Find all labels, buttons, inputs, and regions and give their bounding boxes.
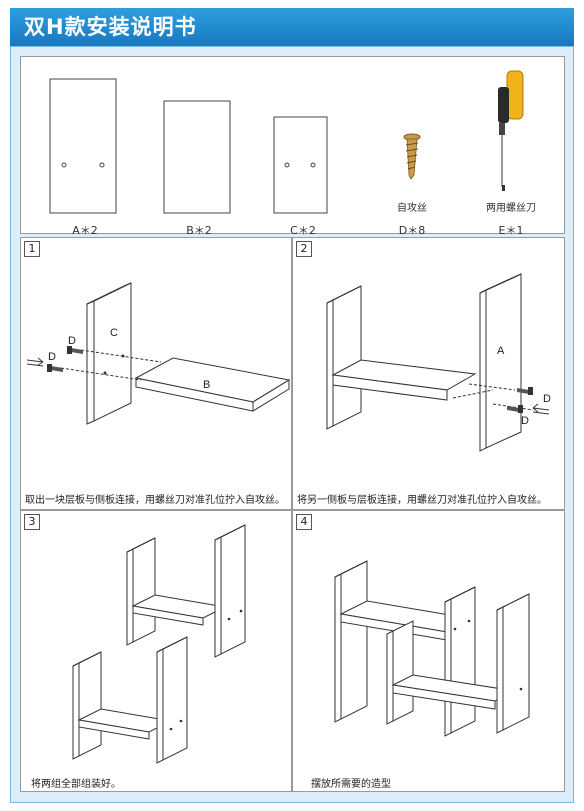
- step-caption: 摆放所需要的造型: [311, 779, 391, 790]
- step-caption: 将另一侧板与层板连接，用螺丝刀对准孔位拧入自攻丝。: [297, 495, 547, 506]
- screw-icon: [403, 133, 421, 180]
- part-label-a: A＊2: [72, 224, 98, 237]
- tag-d: D: [48, 351, 56, 363]
- screw-icon: [47, 364, 63, 372]
- step-2-drawing: A D D: [326, 273, 551, 452]
- step-caption: 将两组全部组装好。: [31, 779, 121, 790]
- parts-drawing: [49, 70, 524, 214]
- step-number: 3: [24, 514, 40, 530]
- part-label-c: C＊2: [290, 224, 316, 237]
- tag-d: D: [68, 335, 76, 347]
- step-1-panel: 1 C B D D 取出一块层板与侧板连接，用螺丝刀对准孔位拧入自攻丝。: [20, 237, 292, 510]
- screw-icon: [517, 387, 533, 395]
- part-name-d: 自攻丝: [397, 203, 427, 214]
- page-title: 双H款安装说明书: [10, 8, 574, 46]
- step-1-drawing: C B D D: [26, 282, 291, 425]
- step-3-panel: 3 将两组全部组装好。: [20, 510, 292, 792]
- panel-c: [273, 116, 328, 214]
- step-number: 2: [296, 241, 312, 257]
- screwdriver-icon: [498, 70, 524, 191]
- tag-a: A: [497, 345, 505, 357]
- step-number: 4: [296, 514, 312, 530]
- tag-c: C: [110, 327, 118, 339]
- part-label-e: E＊1: [498, 224, 524, 237]
- tag-d: D: [543, 393, 551, 405]
- tag-b: B: [203, 379, 210, 391]
- step-number: 1: [24, 241, 40, 257]
- parts-panel: A＊2 B＊2 C＊2 自攻丝 D＊8 两用螺丝刀 E＊1: [20, 56, 565, 237]
- step-caption: 取出一块层板与侧板连接，用螺丝刀对准孔位拧入自攻丝。: [25, 495, 285, 506]
- part-label-b: B＊2: [186, 224, 212, 237]
- part-label-d: D＊8: [398, 224, 426, 237]
- part-name-e: 两用螺丝刀: [486, 203, 536, 214]
- step-2-panel: 2 A D D 将另一侧板与层板连接，用螺丝刀对准孔位拧入自攻丝。: [292, 237, 565, 510]
- screw-icon: [67, 346, 83, 354]
- screw-icon: [507, 405, 523, 413]
- tag-d: D: [521, 415, 529, 427]
- step-3-drawing: [72, 524, 246, 764]
- panel-a: [49, 78, 117, 214]
- panel-b: [163, 100, 231, 214]
- step-4-panel: 4 摆放所需要的造型: [292, 510, 565, 792]
- step-4-drawing: [334, 560, 530, 737]
